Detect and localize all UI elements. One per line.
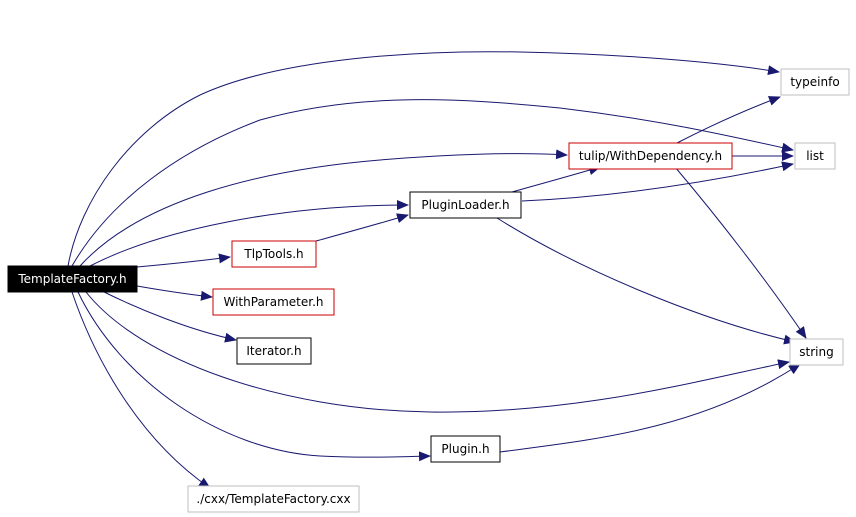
- node-box: [780, 68, 850, 96]
- edge-withdependency-to-typeinfo: [674, 96, 781, 145]
- node-typeinfo[interactable]: typeinfo: [780, 68, 850, 96]
- edge-withdependency-to-string: [674, 166, 807, 339]
- node-tlptools-h[interactable]: TlpTools.h: [231, 240, 317, 268]
- edges: [67, 51, 807, 489]
- node-withparameter-h[interactable]: WithParameter.h: [212, 288, 335, 316]
- node-label: WithParameter.h: [224, 295, 324, 309]
- node-label: typeinfo: [790, 75, 839, 89]
- node-box: [789, 338, 844, 366]
- node-list[interactable]: list: [794, 142, 836, 170]
- node-tulip-withdependency-h[interactable]: tulip/WithDependency.h: [568, 142, 733, 170]
- node-label: PluginLoader.h: [421, 198, 509, 212]
- node-box: [212, 288, 335, 316]
- edge-templatefactory-to-list: [71, 99, 794, 267]
- edge-templatefactory-to-tlptools: [136, 253, 231, 268]
- edge-pluginloader-to-string: [496, 217, 796, 345]
- node-box: [7, 265, 138, 293]
- node-plugin-h[interactable]: Plugin.h: [430, 435, 501, 463]
- edge-pluginloader-to-list: [521, 161, 794, 202]
- edge-templatefactory-to-pluginloader: [89, 200, 409, 267]
- node-box: [568, 142, 733, 170]
- edge-templatefactory-to-string: [85, 291, 790, 413]
- node-label: tulip/WithDependency.h: [579, 149, 722, 163]
- edge-templatefactory-to-withdependency: [79, 149, 568, 267]
- edge-templatefactory-to-cxx: [71, 291, 211, 489]
- node-template-factory-h[interactable]: TemplateFactory.h: [7, 265, 138, 293]
- node-label: Iterator.h: [246, 344, 301, 358]
- edge-tlptools-to-pluginloader: [315, 213, 409, 242]
- node-box: [430, 435, 501, 463]
- node-label: TlpTools.h: [243, 247, 303, 261]
- node-label: ./cxx/TemplateFactory.cxx: [196, 492, 350, 506]
- edge-templatefactory-to-iterator: [99, 289, 237, 343]
- node-box: [187, 485, 360, 513]
- node-string[interactable]: string: [789, 338, 844, 366]
- node-label: Plugin.h: [441, 442, 489, 456]
- edge-templatefactory-to-withparameter: [136, 285, 213, 301]
- node-box: [231, 240, 317, 268]
- edge-pluginloader-to-withdependency: [511, 165, 601, 193]
- node-box: [794, 142, 836, 170]
- edge-plugin-to-string: [499, 363, 801, 453]
- node-cxx-templatefactory-cxx[interactable]: ./cxx/TemplateFactory.cxx: [187, 485, 360, 513]
- node-box: [236, 337, 312, 365]
- node-pluginloader-h[interactable]: PluginLoader.h: [409, 191, 522, 219]
- node-label: list: [806, 149, 824, 163]
- node-label: TemplateFactory.h: [17, 272, 126, 286]
- node-iterator-h[interactable]: Iterator.h: [236, 337, 312, 365]
- edge-templatefactory-to-plugin: [77, 291, 431, 462]
- node-label: string: [799, 345, 833, 359]
- node-box: [409, 191, 522, 219]
- edge-templatefactory-to-typeinfo: [67, 51, 780, 267]
